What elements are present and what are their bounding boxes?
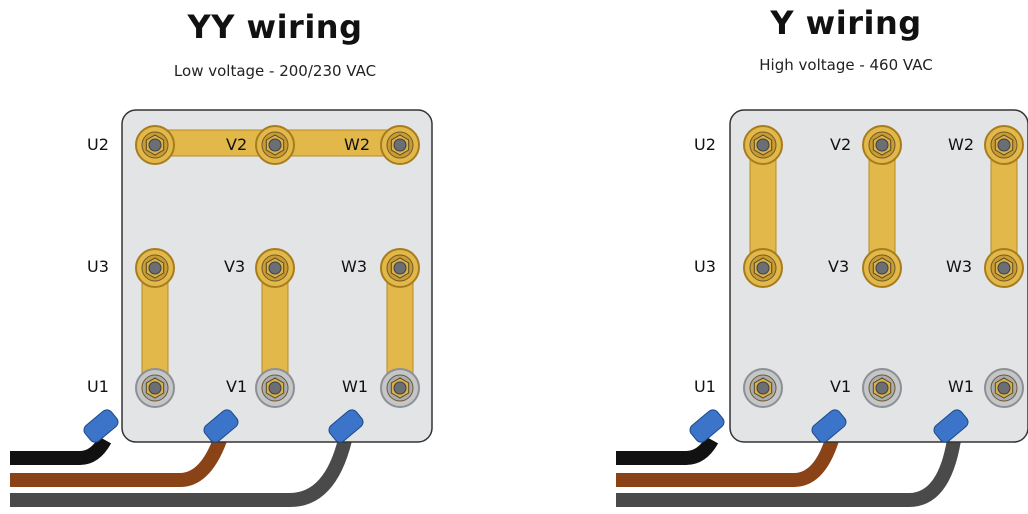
terminal-label-w1: W1 — [948, 377, 974, 396]
terminal-label-w1: W1 — [342, 377, 368, 396]
terminal-stud-v2 — [255, 125, 295, 165]
terminal-stud-u3 — [743, 248, 783, 288]
terminal-stud-v2 — [862, 125, 902, 165]
connector-w1 — [328, 409, 364, 443]
terminal-label-u2: U2 — [694, 135, 716, 154]
y-wiring-diagram: Y wiring High voltage - 460 VAC U2 V2 W2… — [514, 0, 1028, 514]
yy-terminal-box: U2 V2 W2 U3 V3 W3 U1 V1 W1 — [10, 109, 433, 507]
terminal-label-w2: W2 — [948, 135, 974, 154]
ring-connectors — [83, 409, 364, 443]
terminal-stud-v3 — [255, 248, 295, 288]
terminal-label-u1: U1 — [694, 377, 716, 396]
black-wire — [616, 436, 719, 465]
connector-v1 — [811, 409, 847, 443]
diagram-title: YY wiring — [187, 8, 363, 46]
connector-u1 — [689, 409, 725, 443]
terminal-stud-w2 — [380, 125, 420, 165]
terminal-stud-u3 — [135, 248, 175, 288]
terminal-label-v2: V2 — [226, 135, 247, 154]
terminal-stud-u1 — [743, 368, 783, 408]
terminal-label-u3: U3 — [87, 257, 109, 276]
terminal-stud-u2 — [743, 125, 783, 165]
terminal-label-u3: U3 — [694, 257, 716, 276]
diagram-subtitle: High voltage - 460 VAC — [759, 56, 933, 74]
brown-wire — [10, 437, 227, 487]
connector-v1 — [203, 409, 239, 443]
terminal-label-w3: W3 — [946, 257, 972, 276]
connector-w1 — [933, 409, 969, 443]
terminal-label-v3: V3 — [224, 257, 245, 276]
gray-wire — [10, 438, 352, 507]
terminal-label-v2: V2 — [830, 135, 851, 154]
terminal-stud-v1 — [255, 368, 295, 408]
ring-connectors — [689, 409, 969, 443]
diagram-title: Y wiring — [770, 4, 922, 42]
terminal-label-w3: W3 — [341, 257, 367, 276]
terminal-stud-v1 — [862, 368, 902, 408]
terminal-stud-w1 — [984, 368, 1024, 408]
terminal-stud-u1 — [135, 368, 175, 408]
terminal-stud-u2 — [135, 125, 175, 165]
terminal-label-u1: U1 — [87, 377, 109, 396]
terminal-label-v1: V1 — [226, 377, 247, 396]
diagram-subtitle: Low voltage - 200/230 VAC — [173, 62, 377, 80]
terminal-label-v3: V3 — [828, 257, 849, 276]
terminal-label-u2: U2 — [87, 135, 109, 154]
brown-wire — [616, 437, 839, 487]
connector-u1 — [83, 409, 119, 443]
gray-wire — [616, 438, 961, 507]
terminal-stud-v3 — [862, 248, 902, 288]
terminal-stud-w3 — [984, 248, 1024, 288]
terminal-stud-w1 — [380, 368, 420, 408]
y-terminal-box: U2 V2 W2 U3 V3 W3 U1 V1 W1 — [616, 109, 1028, 507]
black-wire — [10, 436, 112, 465]
yy-wiring-diagram: YY wiring Low voltage - 200/230 VAC U2 V… — [10, 8, 433, 507]
terminal-stud-w2 — [984, 125, 1024, 165]
terminal-label-v1: V1 — [830, 377, 851, 396]
terminal-label-w2: W2 — [344, 135, 370, 154]
terminal-stud-w3 — [380, 248, 420, 288]
